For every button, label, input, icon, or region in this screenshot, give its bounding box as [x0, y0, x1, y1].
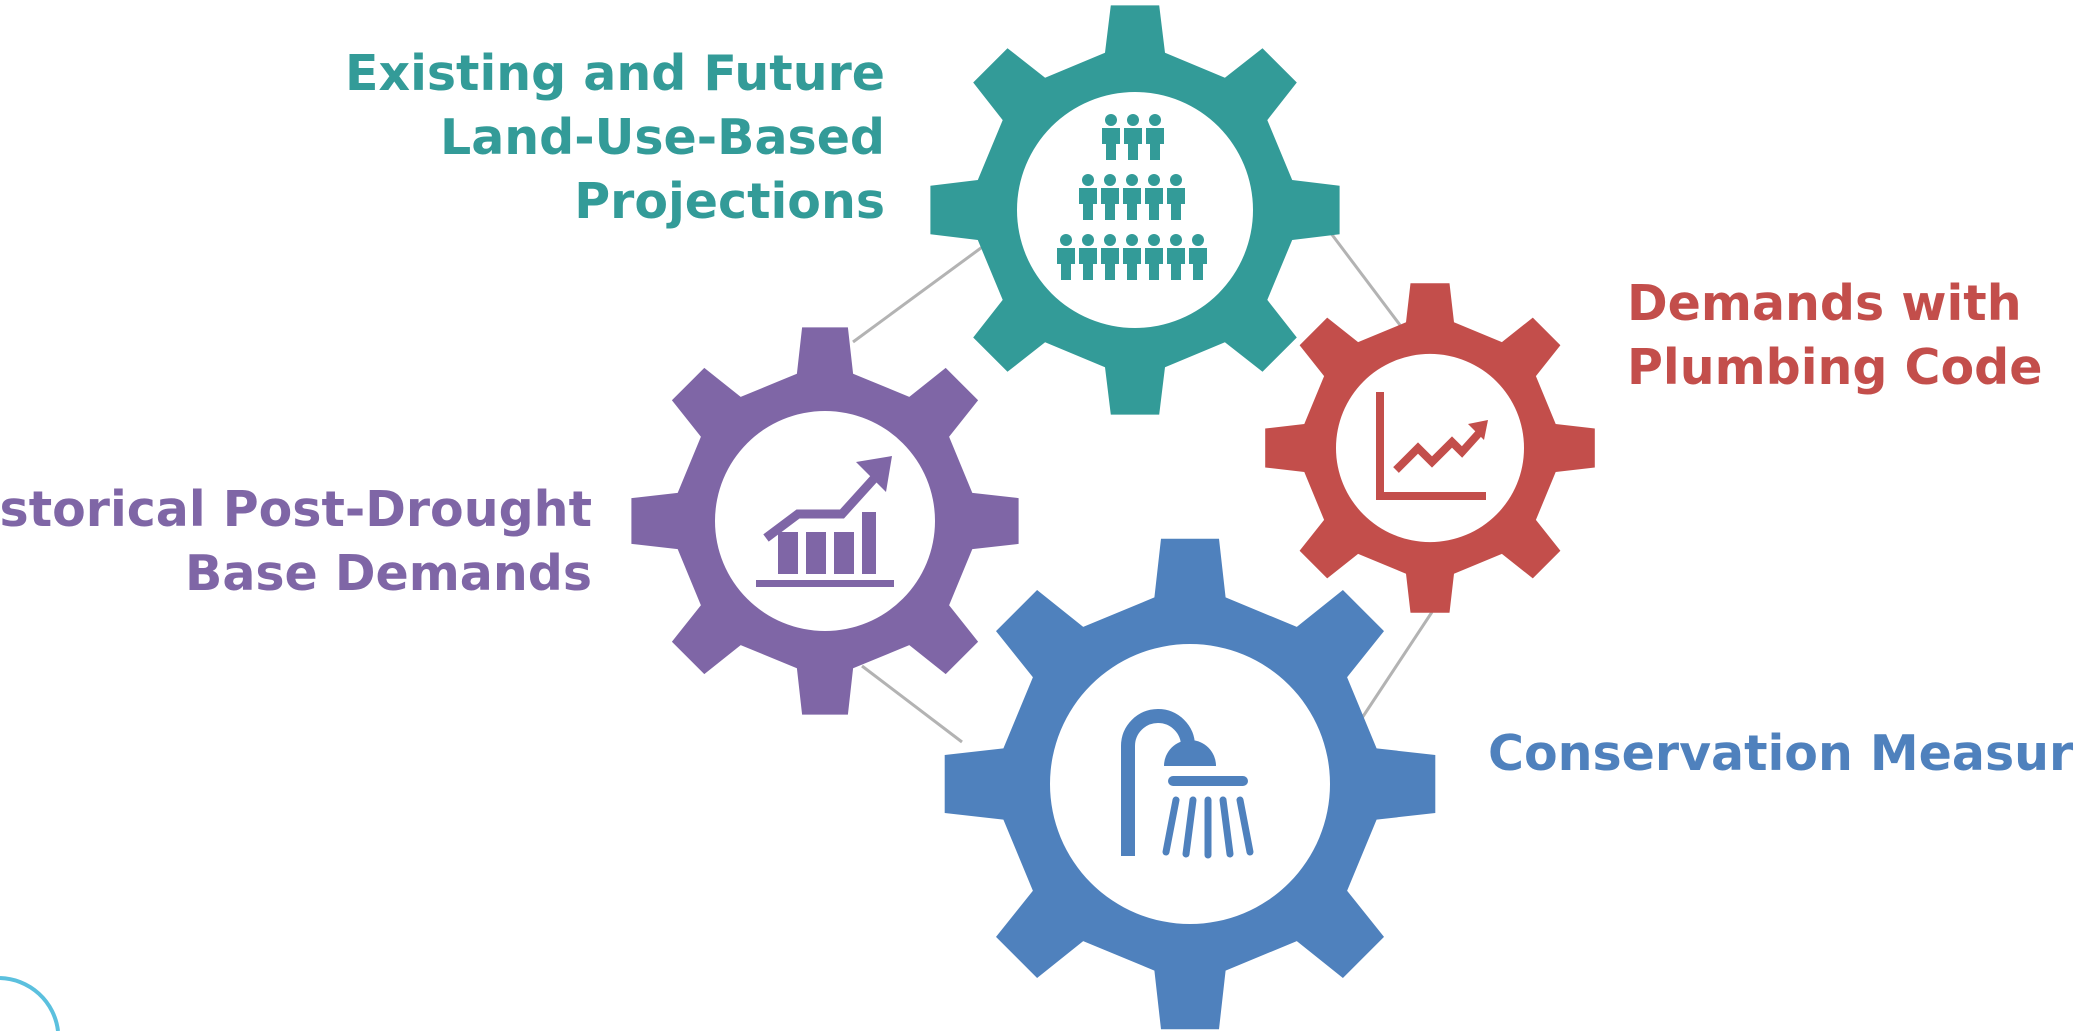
person-icon	[1189, 234, 1207, 280]
label-land-use-projections: Existing and Future Land-Use-Based Proje…	[345, 42, 885, 234]
label-conservation-measures: Conservation Measures	[1488, 722, 2075, 786]
label-historical-base-demands: Historical Post-Drought Base Demands	[0, 478, 592, 606]
person-icon	[1079, 174, 1097, 220]
gear-land-use	[930, 5, 1340, 415]
person-icon	[1102, 114, 1120, 160]
gear-historical	[631, 327, 1019, 715]
person-icon	[1101, 234, 1119, 280]
person-icon	[1167, 234, 1185, 280]
person-icon	[1079, 234, 1097, 280]
label-plumbing-code-demands: Demands with Plumbing Code	[1627, 272, 2042, 400]
person-icon	[1146, 114, 1164, 160]
gear-plumbing	[1265, 283, 1595, 613]
label-line: Demands with	[1627, 275, 2022, 332]
person-icon	[1145, 234, 1163, 280]
person-icon	[1101, 174, 1119, 220]
label-line: Plumbing Code	[1627, 339, 2043, 396]
label-line: Existing and Future	[345, 45, 885, 102]
connector-line	[1360, 611, 1434, 719]
line-chart-icon	[1376, 392, 1488, 500]
connector-line	[861, 664, 963, 744]
person-icon	[1167, 174, 1185, 220]
label-line: Historical Post-Drought	[0, 481, 592, 538]
population-icon	[1057, 114, 1207, 280]
gear-conservation	[944, 538, 1436, 1030]
connector-line	[852, 243, 986, 344]
bar-chart-growth-icon	[756, 456, 894, 587]
person-icon	[1145, 174, 1163, 220]
person-icon	[1057, 234, 1075, 280]
connectors	[852, 231, 1434, 744]
corner-arc-decoration	[0, 976, 60, 1031]
person-icon	[1123, 174, 1141, 220]
person-icon	[1123, 234, 1141, 280]
label-line: Land-Use-Based	[440, 109, 885, 166]
connector-line	[1328, 231, 1402, 326]
label-line: Conservation Measures	[1488, 725, 2075, 782]
label-line: Projections	[574, 173, 885, 230]
person-icon	[1124, 114, 1142, 160]
label-line: Base Demands	[184, 545, 592, 602]
shower-icon	[1121, 709, 1254, 859]
